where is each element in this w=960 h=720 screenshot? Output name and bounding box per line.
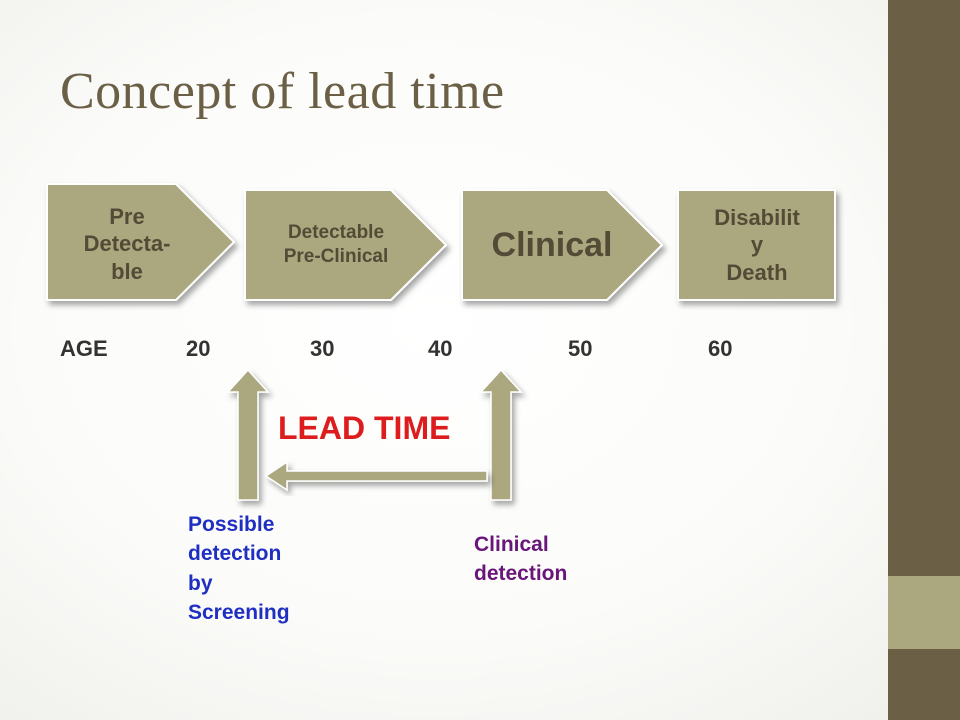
age-tick: 40 [428,336,453,361]
stage-shape-clinical [461,189,664,301]
stage-line: Detecta- [83,231,171,257]
clinical-up-arrow [479,368,523,501]
lead-time-label: LEAD TIME [278,410,451,446]
label-line: Screening [188,601,290,625]
sidebar-band-top [888,0,960,576]
stage-line: Clinical [491,225,613,264]
stage-shape-pre-detectable [46,183,236,301]
clinical-detection-label: Clinical detection [474,530,567,589]
stage-shape-disability-death [677,189,836,301]
lead-time-diagram [46,183,836,501]
stage-label-detectable-preclinical: Detectable Pre-Clinical [248,190,424,300]
stage-line: Pre-Clinical [283,246,389,267]
sidebar-decoration [888,0,960,720]
sidebar-band-middle [888,576,960,649]
stage-label-pre-detectable: Pre Detecta- ble [50,184,204,304]
stage-line: Detectable [287,222,385,244]
stage-shape-detectable-preclinical [244,189,448,301]
age-axis-label: AGE [60,336,108,361]
stage-line: Pre [109,203,145,229]
stage-label-clinical: Clinical [464,190,640,300]
stage-label-disability-death: Disabilit y Death [680,186,834,304]
age-tick: 50 [568,336,593,361]
label-line: by [188,571,213,595]
stage-line: ble [111,258,143,284]
stage-line: Death [726,259,788,285]
age-tick: 60 [708,336,733,361]
lead-time-arrow [264,460,488,492]
label-line: Clinical [474,533,549,556]
screening-detection-label: Possible detection by Screening [188,510,290,628]
age-tick: 20 [186,336,211,361]
stage-line: Disabilit [714,204,800,230]
label-line: detection [474,562,568,586]
label-line: Possible [188,513,275,536]
sidebar-band-bottom [888,649,960,720]
label-line: detection [188,542,282,566]
stage-line: y [750,232,764,258]
age-tick: 30 [310,336,335,361]
screening-up-arrow [226,368,270,501]
slide-title: Concept of lead time [60,63,505,120]
